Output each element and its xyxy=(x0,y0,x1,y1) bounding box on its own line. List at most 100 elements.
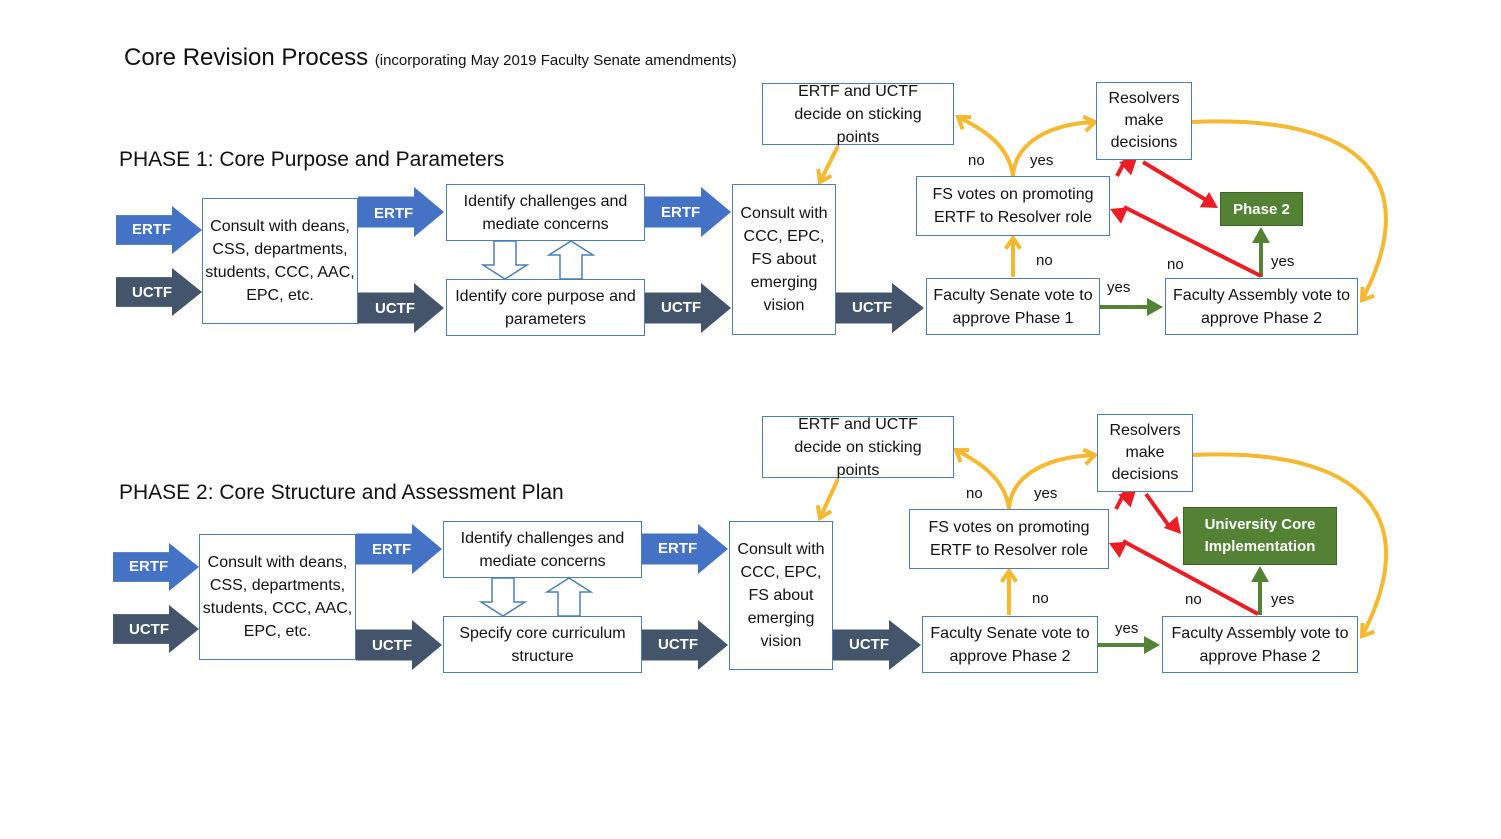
phase1-ertf-in-arrow xyxy=(116,206,202,254)
phase2-consult-text: Consult with deans, CSS, departments, st… xyxy=(202,554,353,640)
phase1-green-senate-head xyxy=(1147,298,1163,316)
phase1-yellow-yes-curve xyxy=(1011,120,1096,177)
phase1-no-label: no xyxy=(968,152,985,169)
phase1-ertf-right-arrow xyxy=(645,187,731,237)
phase2-yellow-sticking-line xyxy=(818,478,840,519)
phase2-decide-sticking-text: ERTF and UCTF decide on sticking points xyxy=(794,415,922,479)
phase1-yellow-senate-no-head xyxy=(1004,234,1022,250)
phase2-consult-vision-box: Consult with CCC, EPC, FS about emerging… xyxy=(729,521,833,670)
phase2-specify-core-text: Specify core curriculum structure xyxy=(459,624,626,665)
phase1-ertf-mid-label: ERTF xyxy=(374,205,414,222)
phase2-yellow-resolver-head xyxy=(1359,622,1375,639)
phase1-yes-assembly-label: yes xyxy=(1271,253,1295,270)
phase2-assembly-vote-text: Faculty Assembly vote to approve Phase 2 xyxy=(1171,624,1349,665)
phase1-uctf-mid-label: UCTF xyxy=(375,300,415,317)
phase1-identify-core-text: Identify core purpose and parameters xyxy=(455,287,636,328)
phase2-ertf-right-label: ERTF xyxy=(658,540,698,557)
phase2-ertf-mid-arrow xyxy=(356,524,442,574)
phase1-uctf-senate-label: UCTF xyxy=(852,299,892,316)
phase1-green-outcome-head xyxy=(1252,227,1270,243)
phase2-outcome-box: University Core Implementation xyxy=(1183,507,1337,565)
phase1-uctf-right-arrow xyxy=(645,283,731,333)
phase1-red-fs-head xyxy=(1119,158,1137,176)
phase1-identify-challenges-text: Identify challenges and mediate concerns xyxy=(463,192,628,233)
phase2-uctf-senate-arrow xyxy=(833,620,921,670)
phase1-yellow-sticking-line xyxy=(818,145,840,183)
phase2-yellow-no-curve xyxy=(955,448,1011,510)
phase1-senate-vote-text: Faculty Senate vote to approve Phase 1 xyxy=(933,286,1093,327)
phase2-red-resolver-line xyxy=(1144,492,1171,528)
phase1-ertf-in-label: ERTF xyxy=(132,221,172,238)
phase1-yellow-resolver-head xyxy=(1359,286,1375,303)
phase1-yellow-no-curve xyxy=(957,115,1015,177)
phase2-resolvers-box: Resolvers make decisions xyxy=(1097,414,1193,492)
phase2-uctf-in-arrow xyxy=(113,605,199,653)
phase1-uctf-right-label: UCTF xyxy=(661,299,701,316)
phase1-consult-vision-text: Consult with CCC, EPC, FS about emerging… xyxy=(740,205,828,314)
phase2-yellow-resolver-curve xyxy=(1192,452,1389,637)
phase2-red-resolver-head xyxy=(1163,516,1181,534)
phase1-assembly-vote-text: Faculty Assembly vote to approve Phase 2 xyxy=(1173,286,1350,327)
phase2-hollow-down-arrow xyxy=(478,577,528,617)
phase1-yes-senate-label: yes xyxy=(1107,279,1131,296)
phase2-resolvers-text: Resolvers make decisions xyxy=(1109,422,1181,483)
phase1-no-fs-label: no xyxy=(1036,252,1053,269)
phase2-yellow-yes-head xyxy=(1082,447,1099,466)
phase1-resolvers-box: Resolvers make decisions xyxy=(1096,82,1192,160)
phase2-yes-label: yes xyxy=(1034,485,1058,502)
phase2-green-senate-head xyxy=(1144,636,1160,654)
phase1-yes-label: yes xyxy=(1030,152,1054,169)
phase1-ertf-right-label: ERTF xyxy=(661,204,701,221)
phase2-yellow-sticking-head xyxy=(815,504,833,522)
phase2-ertf-in-label: ERTF xyxy=(129,558,169,575)
title-main: Core Revision Process xyxy=(124,44,369,71)
phase2-outcome-text: University Core Implementation xyxy=(1204,516,1316,555)
phase2-red-fs-head xyxy=(1118,490,1136,508)
phase1-yellow-yes-head xyxy=(1082,114,1099,133)
phase2-senate-vote-text: Faculty Senate vote to approve Phase 2 xyxy=(930,624,1090,665)
phase2-ertf-mid-label: ERTF xyxy=(372,541,412,558)
phase1-consult-text: Consult with deans, CSS, departments, st… xyxy=(205,218,355,304)
phase2-consult-vision-text: Consult with CCC, EPC, FS about emerging… xyxy=(737,541,825,650)
phase1-no-assembly-label: no xyxy=(1167,256,1184,273)
phase2-no-label: no xyxy=(966,485,983,502)
phase1-decide-sticking-box: ERTF and UCTF decide on sticking points xyxy=(762,83,954,146)
page-title: Core Revision Process (incorporating May… xyxy=(124,44,737,72)
phase1-consult-vision-box: Consult with CCC, EPC, FS about emerging… xyxy=(732,184,836,335)
phase2-yellow-senate-no-head xyxy=(1000,567,1018,583)
phase1-senate-vote-box: Faculty Senate vote to approve Phase 1 xyxy=(926,278,1100,335)
phase2-identify-challenges-box: Identify challenges and mediate concerns xyxy=(443,521,642,578)
phase1-ertf-mid-arrow xyxy=(358,187,444,237)
phase1-uctf-in-arrow xyxy=(116,268,202,316)
phase2-ertf-right-arrow xyxy=(642,524,728,574)
phase2-heading: PHASE 2: Core Structure and Assessment P… xyxy=(119,481,564,504)
phase2-assembly-vote-box: Faculty Assembly vote to approve Phase 2 xyxy=(1162,616,1358,673)
phase2-fs-votes-box: FS votes on promoting ERTF to Resolver r… xyxy=(909,509,1109,569)
phase1-yellow-sticking-head xyxy=(816,168,833,186)
phase1-outcome-box: Phase 2 xyxy=(1220,192,1303,226)
phase1-yellow-resolver-curve xyxy=(1191,119,1388,301)
phase2-uctf-right-label: UCTF xyxy=(658,636,698,653)
phase1-heading: PHASE 1: Core Purpose and Parameters xyxy=(119,148,505,171)
phase1-hollow-up-arrow xyxy=(546,240,596,280)
phase2-uctf-right-arrow xyxy=(642,620,728,670)
phase2-senate-vote-box: Faculty Senate vote to approve Phase 2 xyxy=(922,616,1098,673)
phase2-consult-box: Consult with deans, CSS, departments, st… xyxy=(199,534,356,660)
phase1-fs-votes-box: FS votes on promoting ERTF to Resolver r… xyxy=(916,176,1110,236)
phase2-yellow-yes-curve xyxy=(1007,453,1096,510)
phase2-green-outcome-head xyxy=(1251,566,1269,582)
phase2-identify-challenges-text: Identify challenges and mediate concerns xyxy=(460,529,625,570)
phase2-no-fs-label: no xyxy=(1032,590,1049,607)
phase1-red-assembly-line xyxy=(1123,205,1262,278)
phase2-no-assembly-label: no xyxy=(1185,591,1202,608)
phase2-hollow-up-arrow xyxy=(544,577,594,617)
phase2-decide-sticking-box: ERTF and UCTF decide on sticking points xyxy=(762,416,954,479)
phase1-uctf-senate-arrow xyxy=(836,283,924,333)
phase1-uctf-in-label: UCTF xyxy=(132,284,172,301)
phase2-red-assembly-line xyxy=(1122,539,1259,616)
phase2-uctf-mid-arrow xyxy=(356,620,442,670)
phase1-identify-core-box: Identify core purpose and parameters xyxy=(446,279,645,336)
phase2-uctf-senate-label: UCTF xyxy=(849,636,889,653)
